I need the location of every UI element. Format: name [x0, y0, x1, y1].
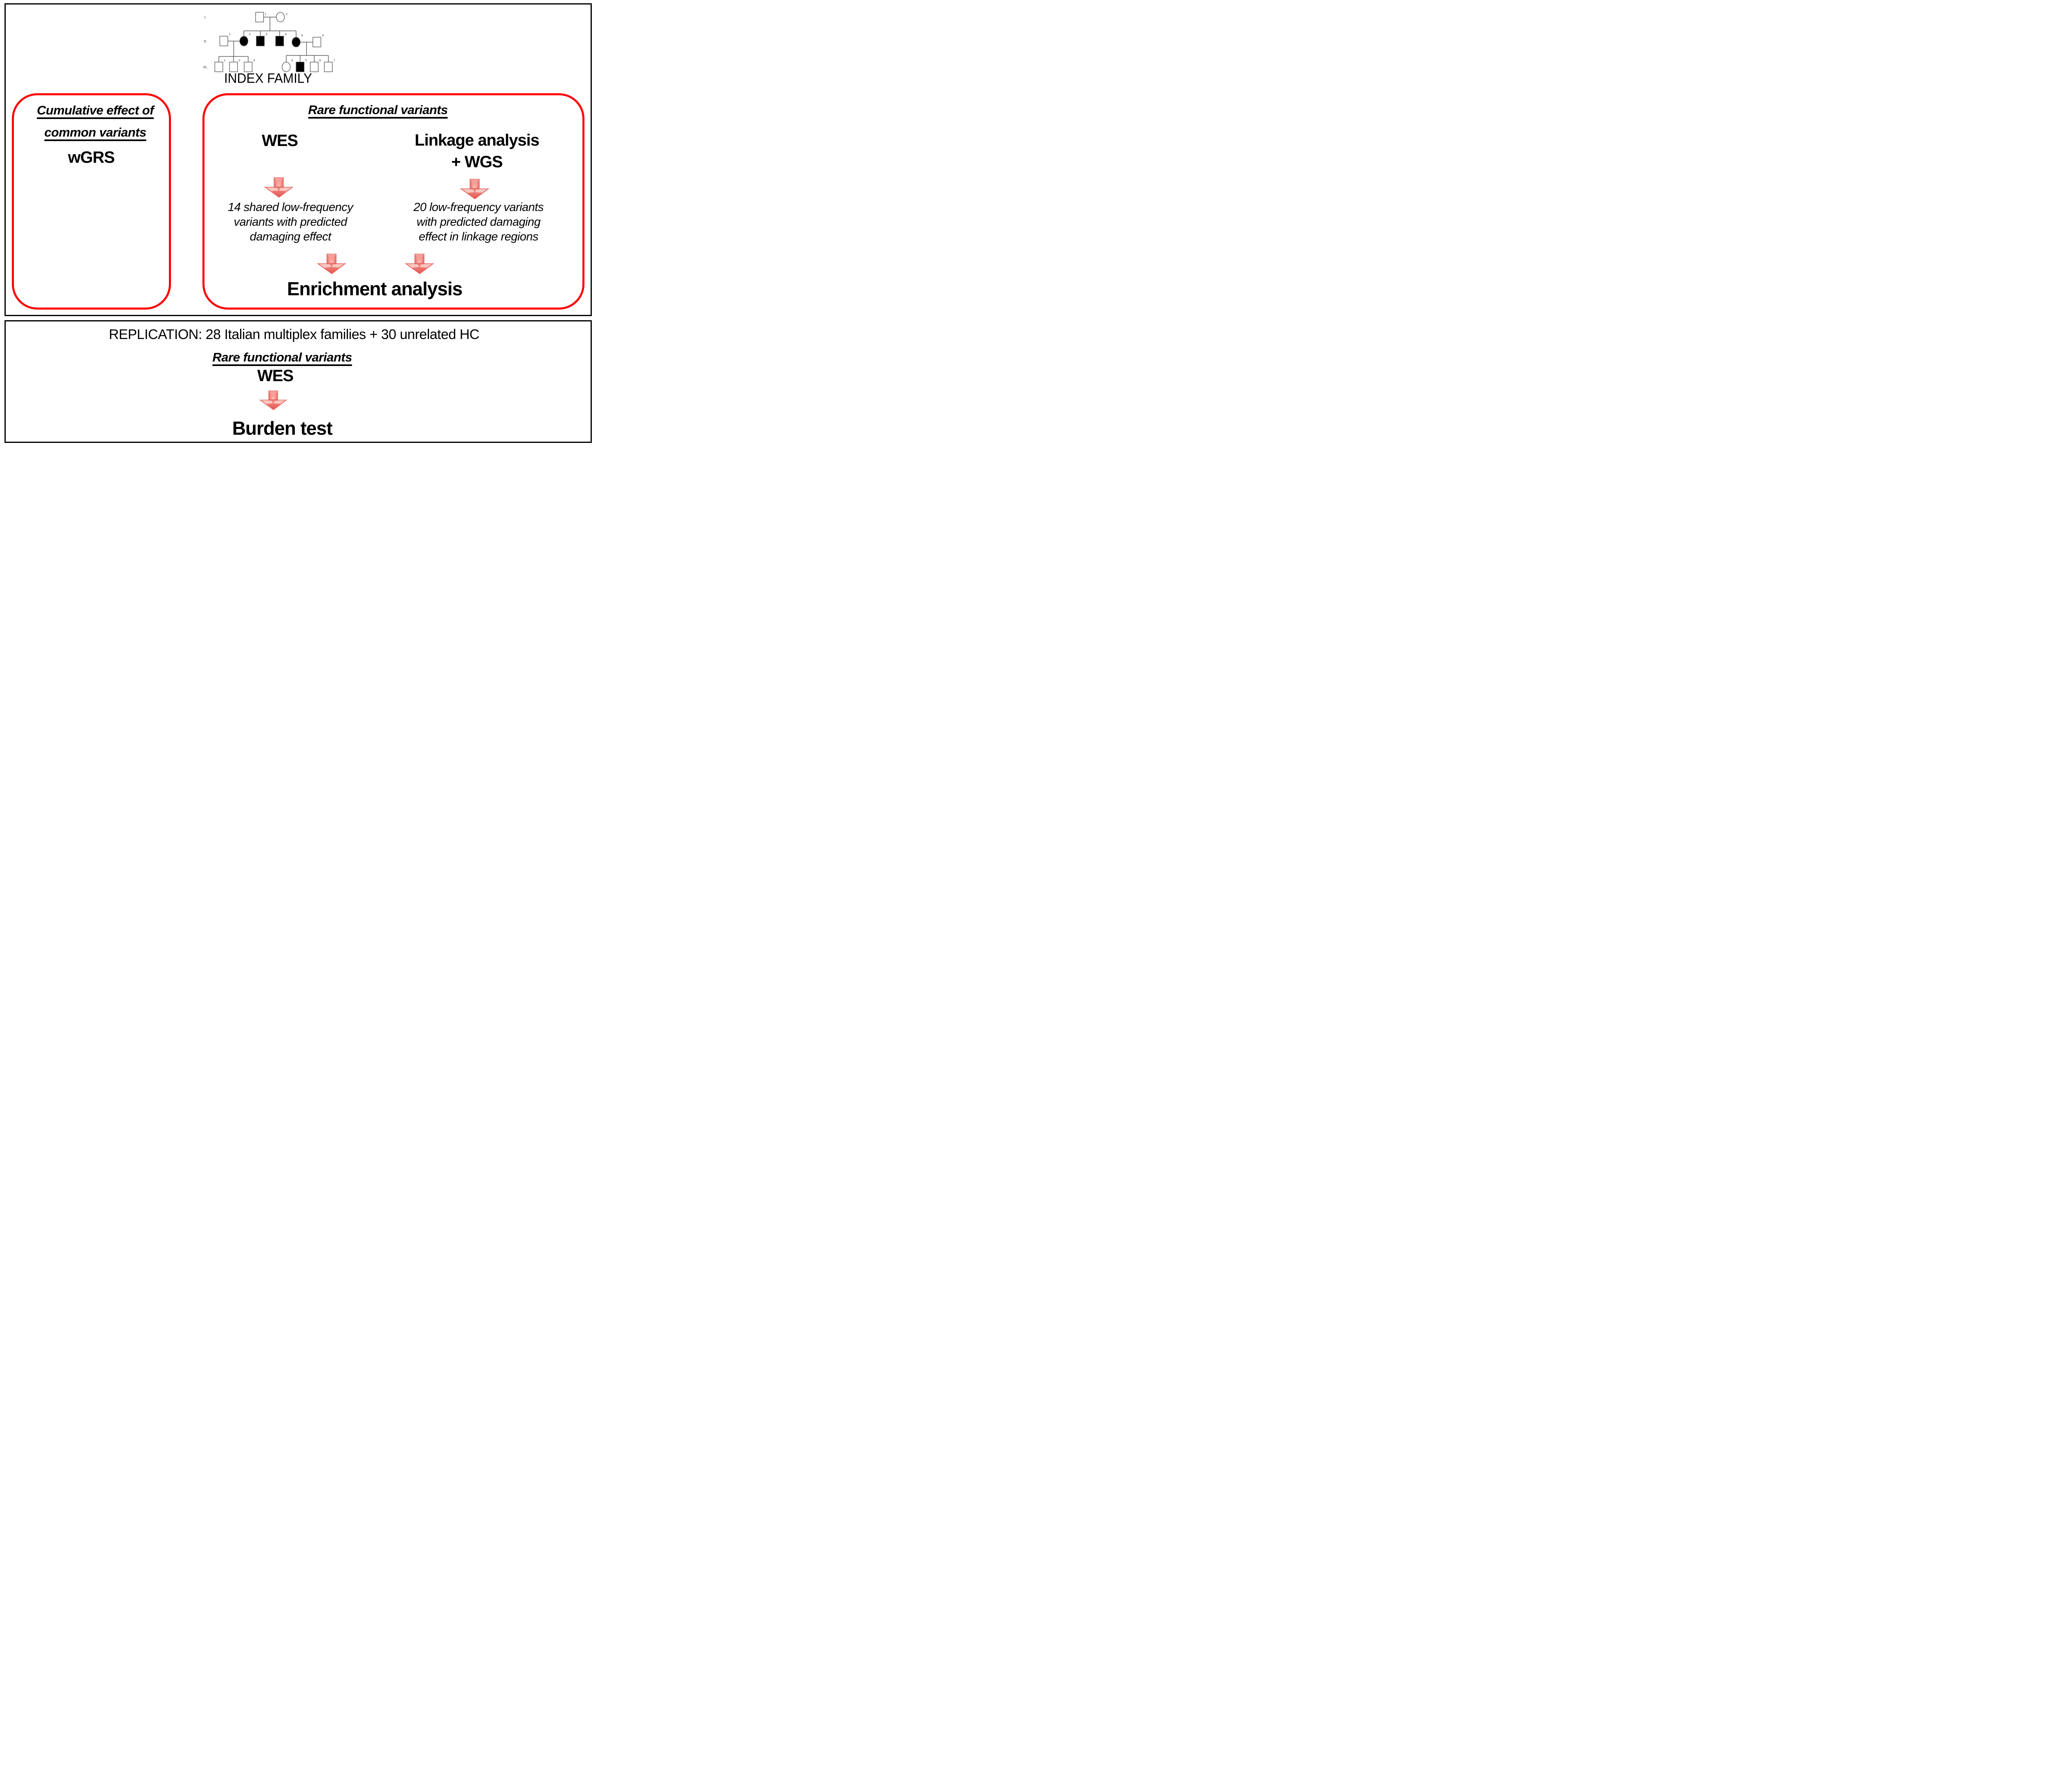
replication-subtitle: Rare functional variants — [212, 350, 352, 364]
linkage-result-text: 20 low-frequency variants with predicted … — [413, 200, 544, 244]
common-variants-panel — [12, 93, 171, 310]
replication-frame — [4, 320, 592, 443]
member-number: 3 — [253, 58, 255, 62]
pedigree-member-III-6 — [310, 62, 319, 72]
member-number: 7 — [333, 58, 335, 62]
rare-variants-title: Rare functional variants — [308, 103, 448, 117]
generation-label-I: I. — [204, 15, 207, 19]
wes-result-text: 14 shared low-frequency variants with pre… — [228, 200, 353, 244]
wgrs-label: wGRS — [68, 148, 115, 166]
pedigree-symbols — [214, 12, 333, 72]
wgs-line: + WGS — [451, 153, 503, 171]
common-variants-title-line2: common variants — [44, 125, 146, 139]
pedigree-member-III-4 — [282, 62, 291, 72]
linkage-wgs-label: Linkage analysis + WGS — [415, 130, 539, 173]
member-number: 2 — [249, 32, 251, 36]
pedigree-member-II-1 — [219, 36, 228, 46]
pedigree-member-III-5 — [296, 62, 305, 72]
down-arrow-icon — [317, 254, 346, 274]
enrichment-analysis-label: Enrichment analysis — [287, 278, 463, 299]
member-number: 6 — [322, 34, 324, 37]
pedigree-member-numbers: 1 2 1 2 3 4 5 6 1 2 3 4 5 6 7 — [224, 12, 335, 63]
linkage-result-line1: 20 low-frequency variants — [413, 201, 544, 214]
linkage-result-line3: effect in linkage regions — [418, 230, 539, 243]
pedigree-generation-labels: I. II. III. — [203, 15, 208, 69]
member-number: 5 — [305, 58, 307, 62]
pedigree-member-II-6 — [312, 37, 321, 47]
rare-variants-panel — [202, 93, 584, 310]
linkage-analysis-line: Linkage analysis — [414, 131, 539, 149]
down-arrow-icon — [405, 254, 434, 274]
pedigree-member-II-4 — [275, 36, 284, 46]
member-number: 1 — [265, 12, 266, 16]
figure-page: 1 2 1 2 3 4 5 6 1 2 3 4 5 6 7 I. II. III… — [0, 0, 596, 448]
member-number: 4 — [285, 32, 287, 36]
pedigree-member-III-3 — [244, 62, 253, 72]
common-variants-title-line1: Cumulative effect of — [37, 103, 154, 117]
replication-wes-label: WES — [257, 367, 294, 385]
down-arrow-icon — [460, 179, 489, 199]
generation-label-III: III. — [203, 65, 208, 69]
wes-result-line2: variants with predicted — [234, 216, 347, 229]
pedigree-caption: INDEX FAMILY — [224, 71, 312, 86]
pedigree-member-II-2 — [239, 36, 248, 46]
member-number: 6 — [319, 58, 321, 62]
pedigree-lines — [218, 17, 329, 63]
member-number: 1 — [229, 32, 231, 36]
wes-result-line1: 14 shared low-frequency — [227, 201, 353, 214]
member-number: 4 — [291, 58, 293, 62]
down-arrow-icon — [264, 177, 293, 198]
linkage-result-line2: with predicted damaging — [416, 216, 541, 229]
member-number: 5 — [301, 34, 303, 37]
wes-result-line3: damaging effect — [249, 230, 331, 243]
pedigree-member-III-2 — [229, 62, 238, 72]
pedigree-member-III-7 — [324, 62, 333, 72]
burden-test-label: Burden test — [232, 418, 333, 439]
common-variants-title: Cumulative effect of common variants — [37, 99, 154, 144]
member-number: 3 — [265, 32, 267, 36]
pedigree-member-III-1 — [214, 62, 223, 72]
pedigree-diagram: 1 2 1 2 3 4 5 6 1 2 3 4 5 6 7 I. II. III… — [203, 12, 335, 86]
member-number: 2 — [238, 58, 240, 62]
member-number: 2 — [286, 12, 288, 16]
wes-label: WES — [261, 132, 298, 150]
generation-label-II: II. — [204, 39, 207, 43]
pedigree-member-II-3 — [256, 36, 265, 46]
pedigree-member-I-2 — [276, 12, 285, 22]
member-number: 1 — [224, 58, 225, 62]
pedigree-member-I-1 — [255, 12, 264, 22]
pedigree-member-II-5 — [292, 37, 301, 47]
replication-header: REPLICATION: 28 Italian multiplex famili… — [109, 327, 479, 342]
down-arrow-icon — [259, 391, 287, 410]
